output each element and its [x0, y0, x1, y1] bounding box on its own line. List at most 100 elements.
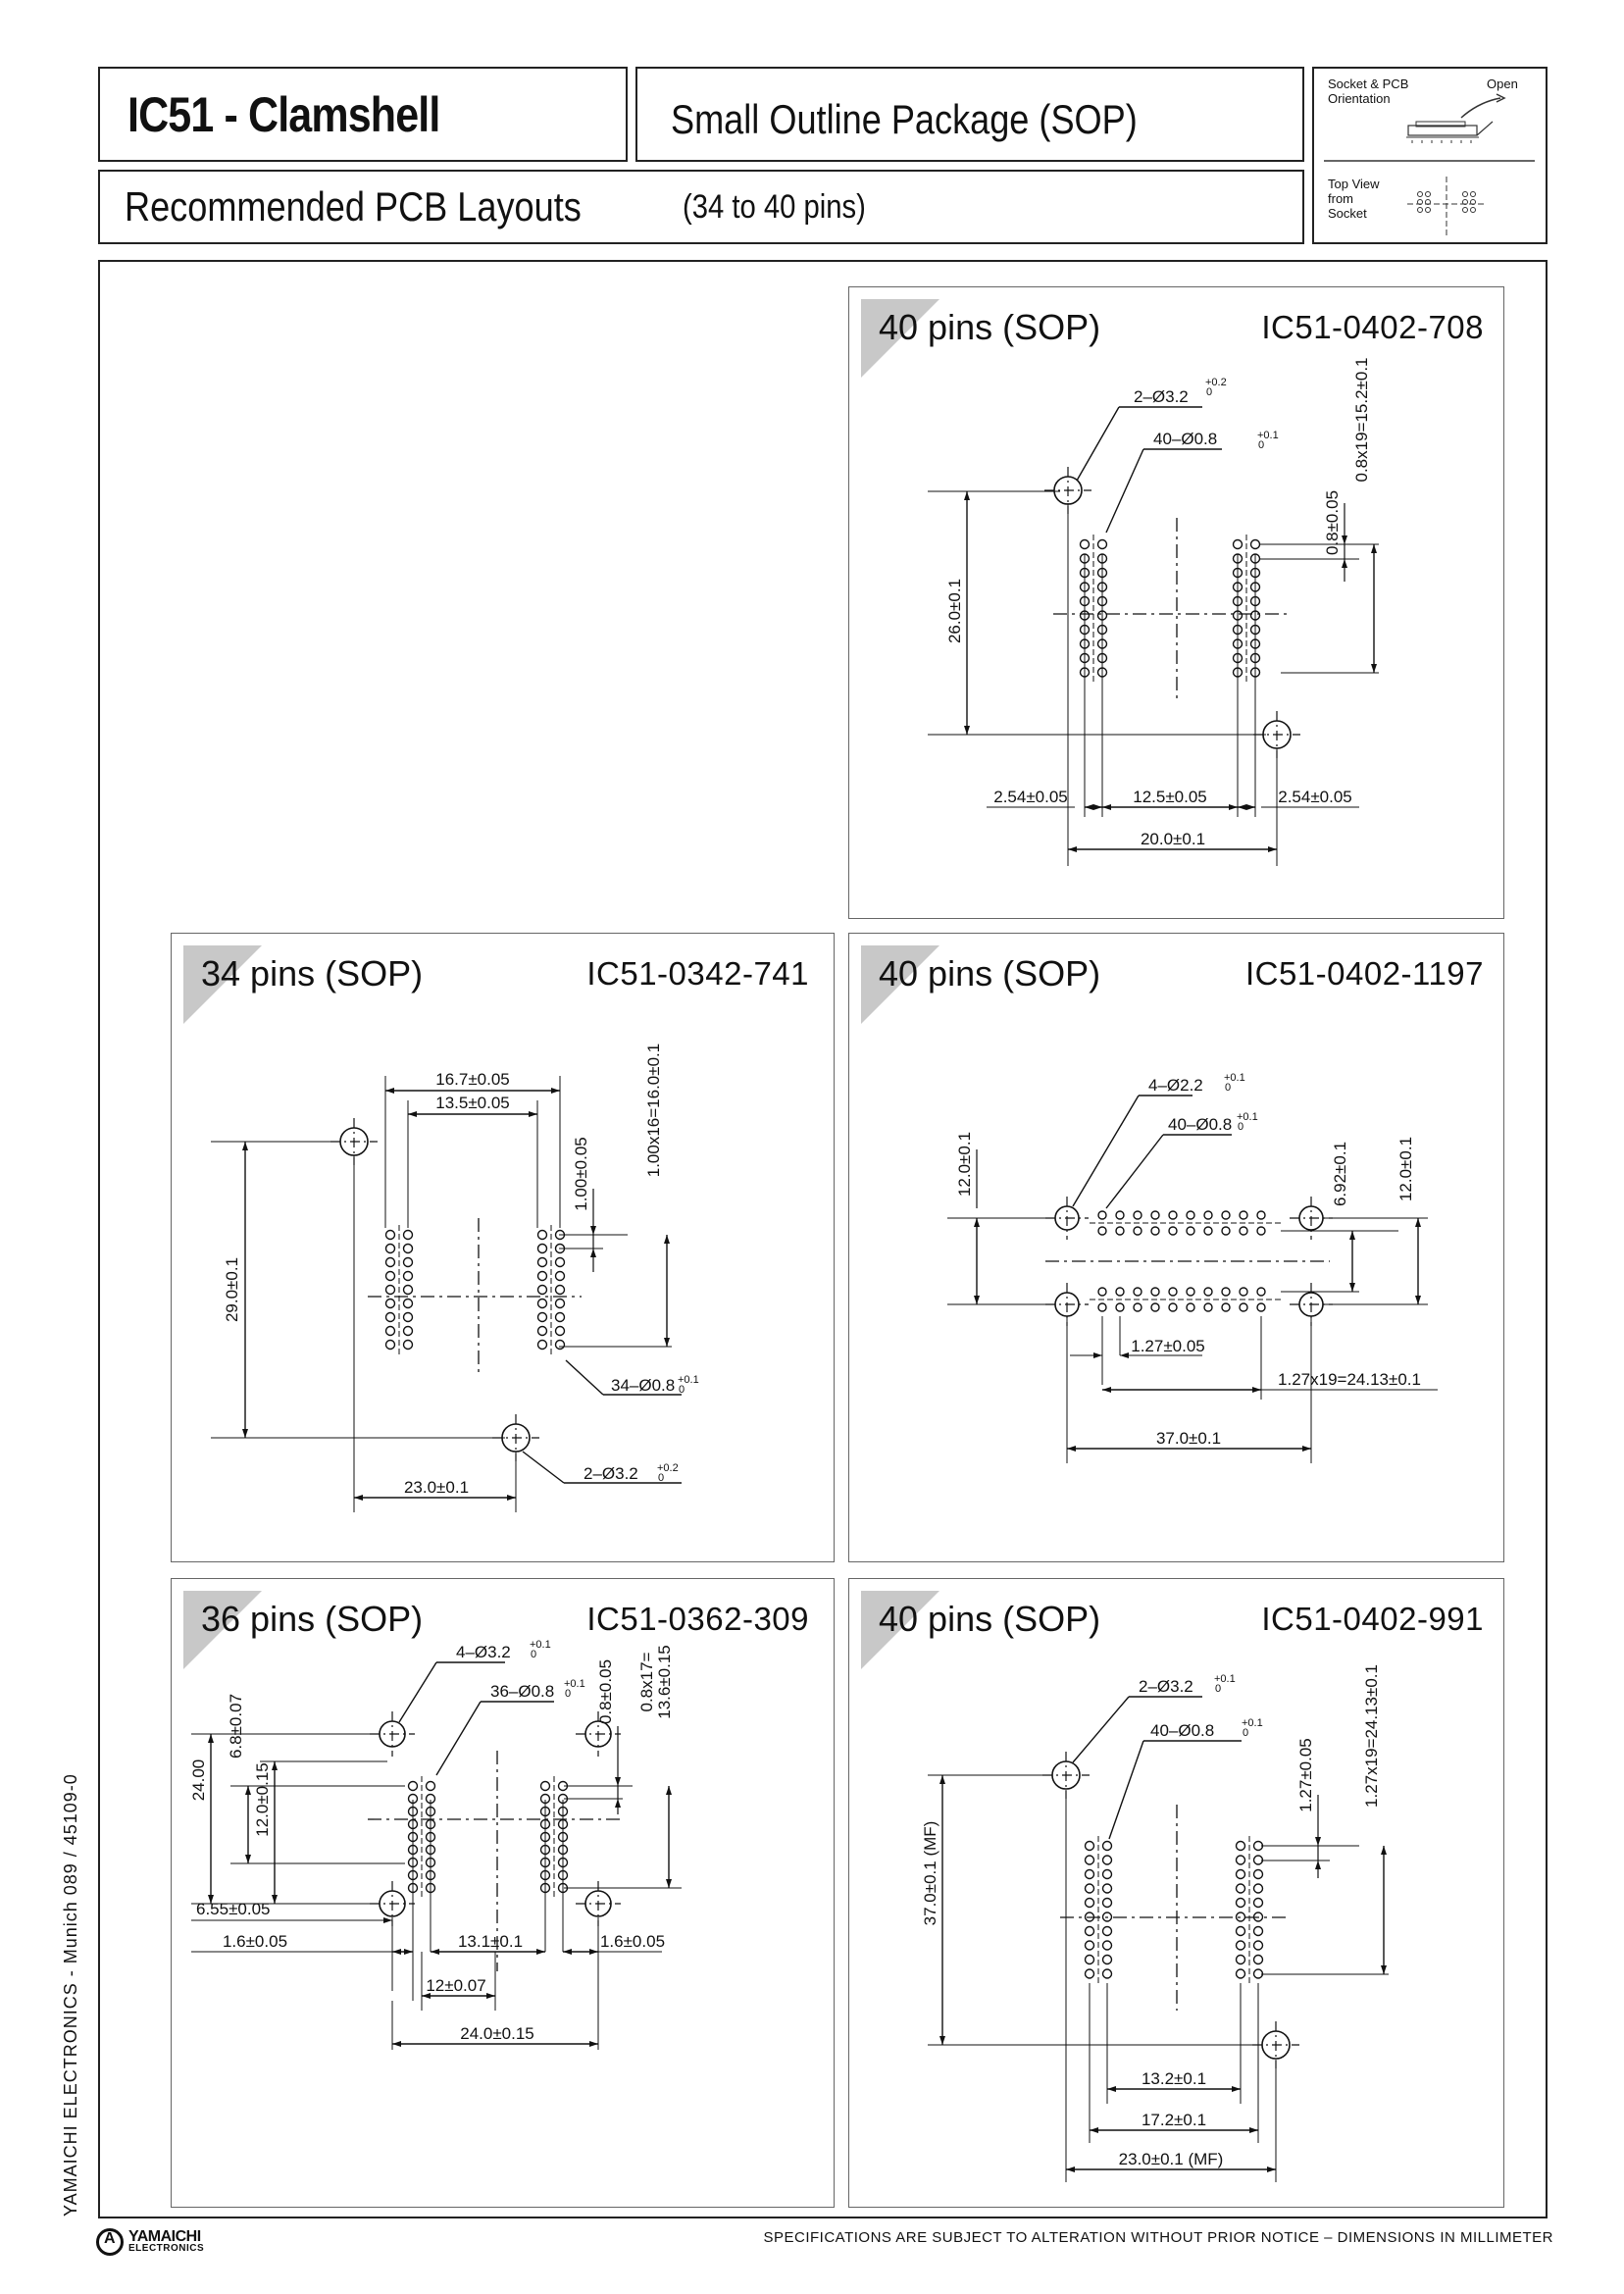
- dimension-label: 12±0.07: [426, 1976, 485, 1995]
- pin-pad: [1101, 1925, 1113, 1937]
- pin-pad: [1256, 1226, 1266, 1236]
- dimension-arrow: [272, 1895, 278, 1904]
- dimension-arrow: [1349, 1231, 1355, 1240]
- pin-pad: [1252, 1925, 1264, 1937]
- panel-part-number: IC51-0402-1197: [1244, 955, 1484, 992]
- pin-pad: [1186, 1210, 1195, 1220]
- dimension-arrow: [1415, 1218, 1421, 1227]
- dimension-arrow: [245, 1855, 251, 1863]
- dimension-arrow: [1238, 804, 1246, 810]
- orientation-label: Socket & PCB Orientation: [1328, 76, 1409, 106]
- pin-pad: [1168, 1287, 1178, 1297]
- dimension-label: 40–Ø0.8: [1153, 430, 1217, 448]
- pin-pad: [536, 1256, 548, 1268]
- main-frame: [98, 260, 1548, 2218]
- dimension-label: 13.6±0.15: [655, 1645, 674, 1719]
- yamaichi-logo: A YAMAICHI ELECTRONICS: [96, 2228, 228, 2258]
- dimension-label: +0.1: [1257, 430, 1279, 441]
- corner-mark: [861, 299, 939, 378]
- pin-pad: [384, 1270, 396, 1282]
- dimension-label: 1.27±0.05: [1131, 1337, 1205, 1355]
- dimension-label: 6.8±0.07: [227, 1694, 245, 1759]
- pin-pad: [1239, 1226, 1248, 1236]
- dimension-label: 2.54±0.05: [1278, 788, 1352, 806]
- pin-pad: [1252, 1883, 1264, 1894]
- pin-pad: [1235, 1868, 1246, 1880]
- dimension-label: +0.1: [1242, 1717, 1263, 1729]
- dimension-label: 0: [565, 1688, 571, 1700]
- pin-pad: [1186, 1226, 1195, 1236]
- dimension-label: 0: [531, 1649, 536, 1660]
- dimension-label: 0: [1206, 386, 1212, 398]
- pin-pad: [384, 1243, 396, 1254]
- dimension-arrow: [1249, 2127, 1258, 2133]
- pin-pad: [536, 1243, 548, 1254]
- dimension-arrow: [486, 1993, 495, 1999]
- dimension-label: +0.1: [1237, 1111, 1258, 1123]
- dimension-label: 20.0±0.1: [1141, 830, 1205, 848]
- pin-pad: [384, 1311, 396, 1323]
- dimension-line: [435, 1701, 482, 1776]
- dimension-arrow: [1067, 1446, 1076, 1452]
- dimension-arrow: [208, 1895, 214, 1904]
- pin-pad: [402, 1311, 414, 1323]
- pin-pad: [554, 1311, 566, 1323]
- dimension-arrow: [964, 491, 970, 500]
- dimension-arrow: [974, 1296, 980, 1304]
- pin-pad: [1101, 1968, 1113, 1979]
- corner-mark: [861, 1591, 939, 1669]
- pin-pad: [1101, 1897, 1113, 1909]
- pin-pad: [1079, 538, 1091, 550]
- pin-pad: [1235, 1954, 1246, 1965]
- pin-pad: [1084, 1940, 1095, 1951]
- pin-pad: [536, 1339, 548, 1351]
- footer-notice: SPECIFICATIONS ARE SUBJECT TO ALTERATION…: [763, 2229, 1553, 2246]
- pin-pad: [1115, 1302, 1125, 1312]
- dimension-arrow: [392, 2041, 401, 2047]
- pin-pad: [402, 1256, 414, 1268]
- pin-pad: [1101, 1840, 1113, 1852]
- dimension-arrow: [974, 1218, 980, 1227]
- pin-pad: [1186, 1302, 1195, 1312]
- pin-pad: [1101, 1940, 1113, 1951]
- pin-pad: [536, 1284, 548, 1296]
- dimension-arrow: [245, 1786, 251, 1795]
- pin-range: (34 to 40 pins): [683, 188, 866, 226]
- pin-pad: [402, 1339, 414, 1351]
- pin-pad: [1150, 1302, 1160, 1312]
- pin-pad: [384, 1325, 396, 1337]
- pcb-layout-drawing: 2–Ø3.2+0.2040–Ø0.8+0.100.8±0.050.8x19=15…: [928, 357, 1379, 866]
- dimension-arrow: [1267, 2167, 1276, 2172]
- dimension-label: +0.2: [657, 1462, 679, 1474]
- pin-pad: [1235, 1940, 1246, 1951]
- dimension-arrow: [1381, 1846, 1387, 1855]
- dimension-arrow: [1232, 2086, 1241, 2092]
- dimension-arrow: [1107, 2086, 1116, 2092]
- dimension-arrow: [242, 1429, 248, 1438]
- open-label: Open: [1487, 76, 1518, 91]
- dimension-label: 0: [1258, 439, 1264, 451]
- dimension-arrow: [1252, 1387, 1261, 1393]
- panel-title: 40 pins (SOP): [879, 953, 1101, 994]
- pin-pad: [384, 1339, 396, 1351]
- dimension-arrow: [536, 1949, 545, 1955]
- dimension-label: 40–Ø0.8: [1150, 1721, 1214, 1740]
- pin-pad: [536, 1229, 548, 1241]
- pin-pad: [1186, 1287, 1195, 1297]
- layout-title: Recommended PCB Layouts: [125, 183, 582, 229]
- pin-pad: [1232, 538, 1243, 550]
- pin-pad: [1133, 1302, 1142, 1312]
- page-subtitle: Small Outline Package (SOP): [671, 96, 1138, 142]
- dimension-label: 29.0±0.1: [223, 1257, 241, 1322]
- pin-pad: [536, 1270, 548, 1282]
- dimension-label: 13.2±0.1: [1142, 2069, 1206, 2088]
- panel-part-number: IC51-0362-309: [586, 1601, 809, 1637]
- dimension-arrow: [354, 1495, 363, 1501]
- dimension-label: 0.8±0.05: [1323, 490, 1342, 555]
- corner-mark: [183, 1591, 262, 1669]
- dimension-label: 16.7±0.05: [435, 1070, 510, 1089]
- pin-pad: [384, 1229, 396, 1241]
